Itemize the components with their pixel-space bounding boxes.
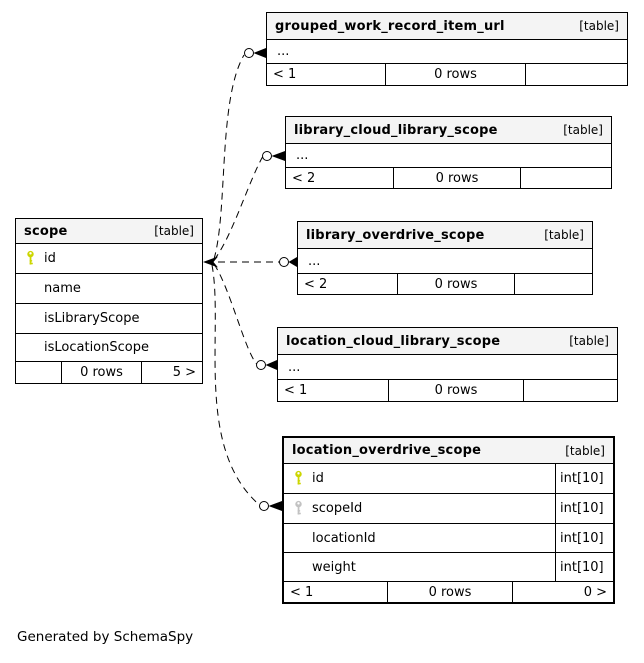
column-row: ... [286,144,611,168]
primary-key-icon [26,250,34,265]
table-name[interactable]: location_cloud_library_scope [286,333,501,349]
arrowhead-icon [268,501,282,511]
table-name[interactable]: location_overdrive_scope [292,443,482,458]
zero-cardinality-icon [262,151,272,161]
zero-cardinality-icon [259,501,269,511]
arrowhead-icon [288,257,297,267]
column-name: name [44,281,81,296]
column-name: id [312,471,324,486]
table-name[interactable]: scope [24,223,68,239]
column-type: int[10] [555,494,613,523]
zero-cardinality-icon [279,257,289,267]
column-type: int[10] [555,464,613,493]
relationship-line [213,263,257,365]
footer-rowcount: 0 rows [386,64,526,85]
relationship-line [213,54,245,260]
table-header: location_cloud_library_scope [table] [278,328,617,355]
column-row: ... [278,355,617,380]
column-row: id [16,244,202,274]
footer-degree-out [521,168,611,188]
zero-cardinality-icon [256,360,266,370]
foreign-key-icon [294,500,302,515]
footer-degree-out: 0 > [583,584,607,600]
generator-note: Generated by SchemaSpy [17,629,194,645]
table-footer: < 1 0 rows [278,380,617,401]
footer-degree-out [515,274,592,294]
column-type: int[10] [555,553,613,581]
table-footer: 0 rows 5 > [16,362,202,383]
table-badge: [table] [563,123,603,137]
column-row: scopeId int[10] [284,494,613,524]
footer-degree-out [524,380,617,401]
table-badge: [table] [569,334,609,348]
footer-degree: < 1 [284,582,388,602]
column-name: scopeId [312,501,363,516]
footer-degree: < 1 [278,380,389,401]
footer-degree-out: 5 > [172,365,196,380]
footer-rowcount: 0 rows [388,582,513,602]
column-name: id [44,251,56,266]
table-library_overdrive_scope: library_overdrive_scope [table] ... < 2 … [297,221,593,295]
table-location_overdrive_scope: location_overdrive_scope [table] id int[… [282,436,615,604]
column-name: isLibraryScope [44,311,140,326]
column-name: isLocationScope [44,340,149,355]
table-header: location_overdrive_scope [table] [284,438,613,464]
relationship-line [213,156,263,261]
column-type: int[10] [555,524,613,552]
elided-columns: ... [277,44,290,59]
footer-degree: < 1 [267,64,386,85]
table-scope: scope [table] id name isLibraryScope isL… [15,218,203,384]
footer-degree-out [526,64,627,85]
elided-columns: ... [288,359,301,375]
table-footer: < 2 0 rows [298,274,592,294]
arrowhead-icon [271,151,285,161]
table-header: scope [table] [16,219,202,244]
table-grouped_work_record_item_url: grouped_work_record_item_url [table] ...… [266,12,628,86]
column-row: id int[10] [284,464,613,494]
table-location_cloud_library_scope: location_cloud_library_scope [table] ...… [277,327,618,402]
elided-columns: ... [296,148,309,163]
table-name[interactable]: library_overdrive_scope [306,227,485,243]
arrowhead-icon [265,360,277,370]
column-row: weight int[10] [284,553,613,582]
table-badge: [table] [579,19,619,33]
relationship-line [211,264,260,506]
primary-key-icon [294,470,302,485]
table-library_cloud_library_scope: library_cloud_library_scope [table] ... … [285,116,612,189]
table-footer: < 1 0 rows 0 > [284,582,613,602]
column-row: isLocationScope [16,334,202,362]
column-row: isLibraryScope [16,304,202,334]
zero-cardinality-icon [244,48,254,58]
footer-rowcount: 0 rows [394,168,521,188]
footer-degree: < 2 [286,168,394,188]
table-name[interactable]: library_cloud_library_scope [294,122,498,138]
column-row: locationId int[10] [284,524,613,553]
footer-degree: < 2 [298,274,398,294]
footer-rowcount: 0 rows [389,380,524,401]
footer-rowcount: 0 rows [398,274,515,294]
table-footer: < 2 0 rows [286,168,611,188]
table-header: grouped_work_record_item_url [table] [267,13,627,40]
table-header: library_cloud_library_scope [table] [286,117,611,144]
column-name: weight [312,559,356,575]
arrowhead-icon [253,48,266,58]
table-badge: [table] [544,228,584,242]
table-badge: [table] [154,224,194,238]
table-badge: [table] [565,443,605,458]
table-header: library_overdrive_scope [table] [298,222,592,249]
column-row: ... [267,40,627,64]
elided-columns: ... [308,253,321,269]
column-name: locationId [312,530,376,546]
crow-arrow-icon [203,256,218,268]
footer-rowcount: 0 rows [62,362,142,383]
column-row: ... [298,249,592,274]
table-footer: < 1 0 rows [267,64,627,85]
column-row: name [16,274,202,304]
footer-degree [16,362,62,383]
table-name[interactable]: grouped_work_record_item_url [275,18,505,34]
